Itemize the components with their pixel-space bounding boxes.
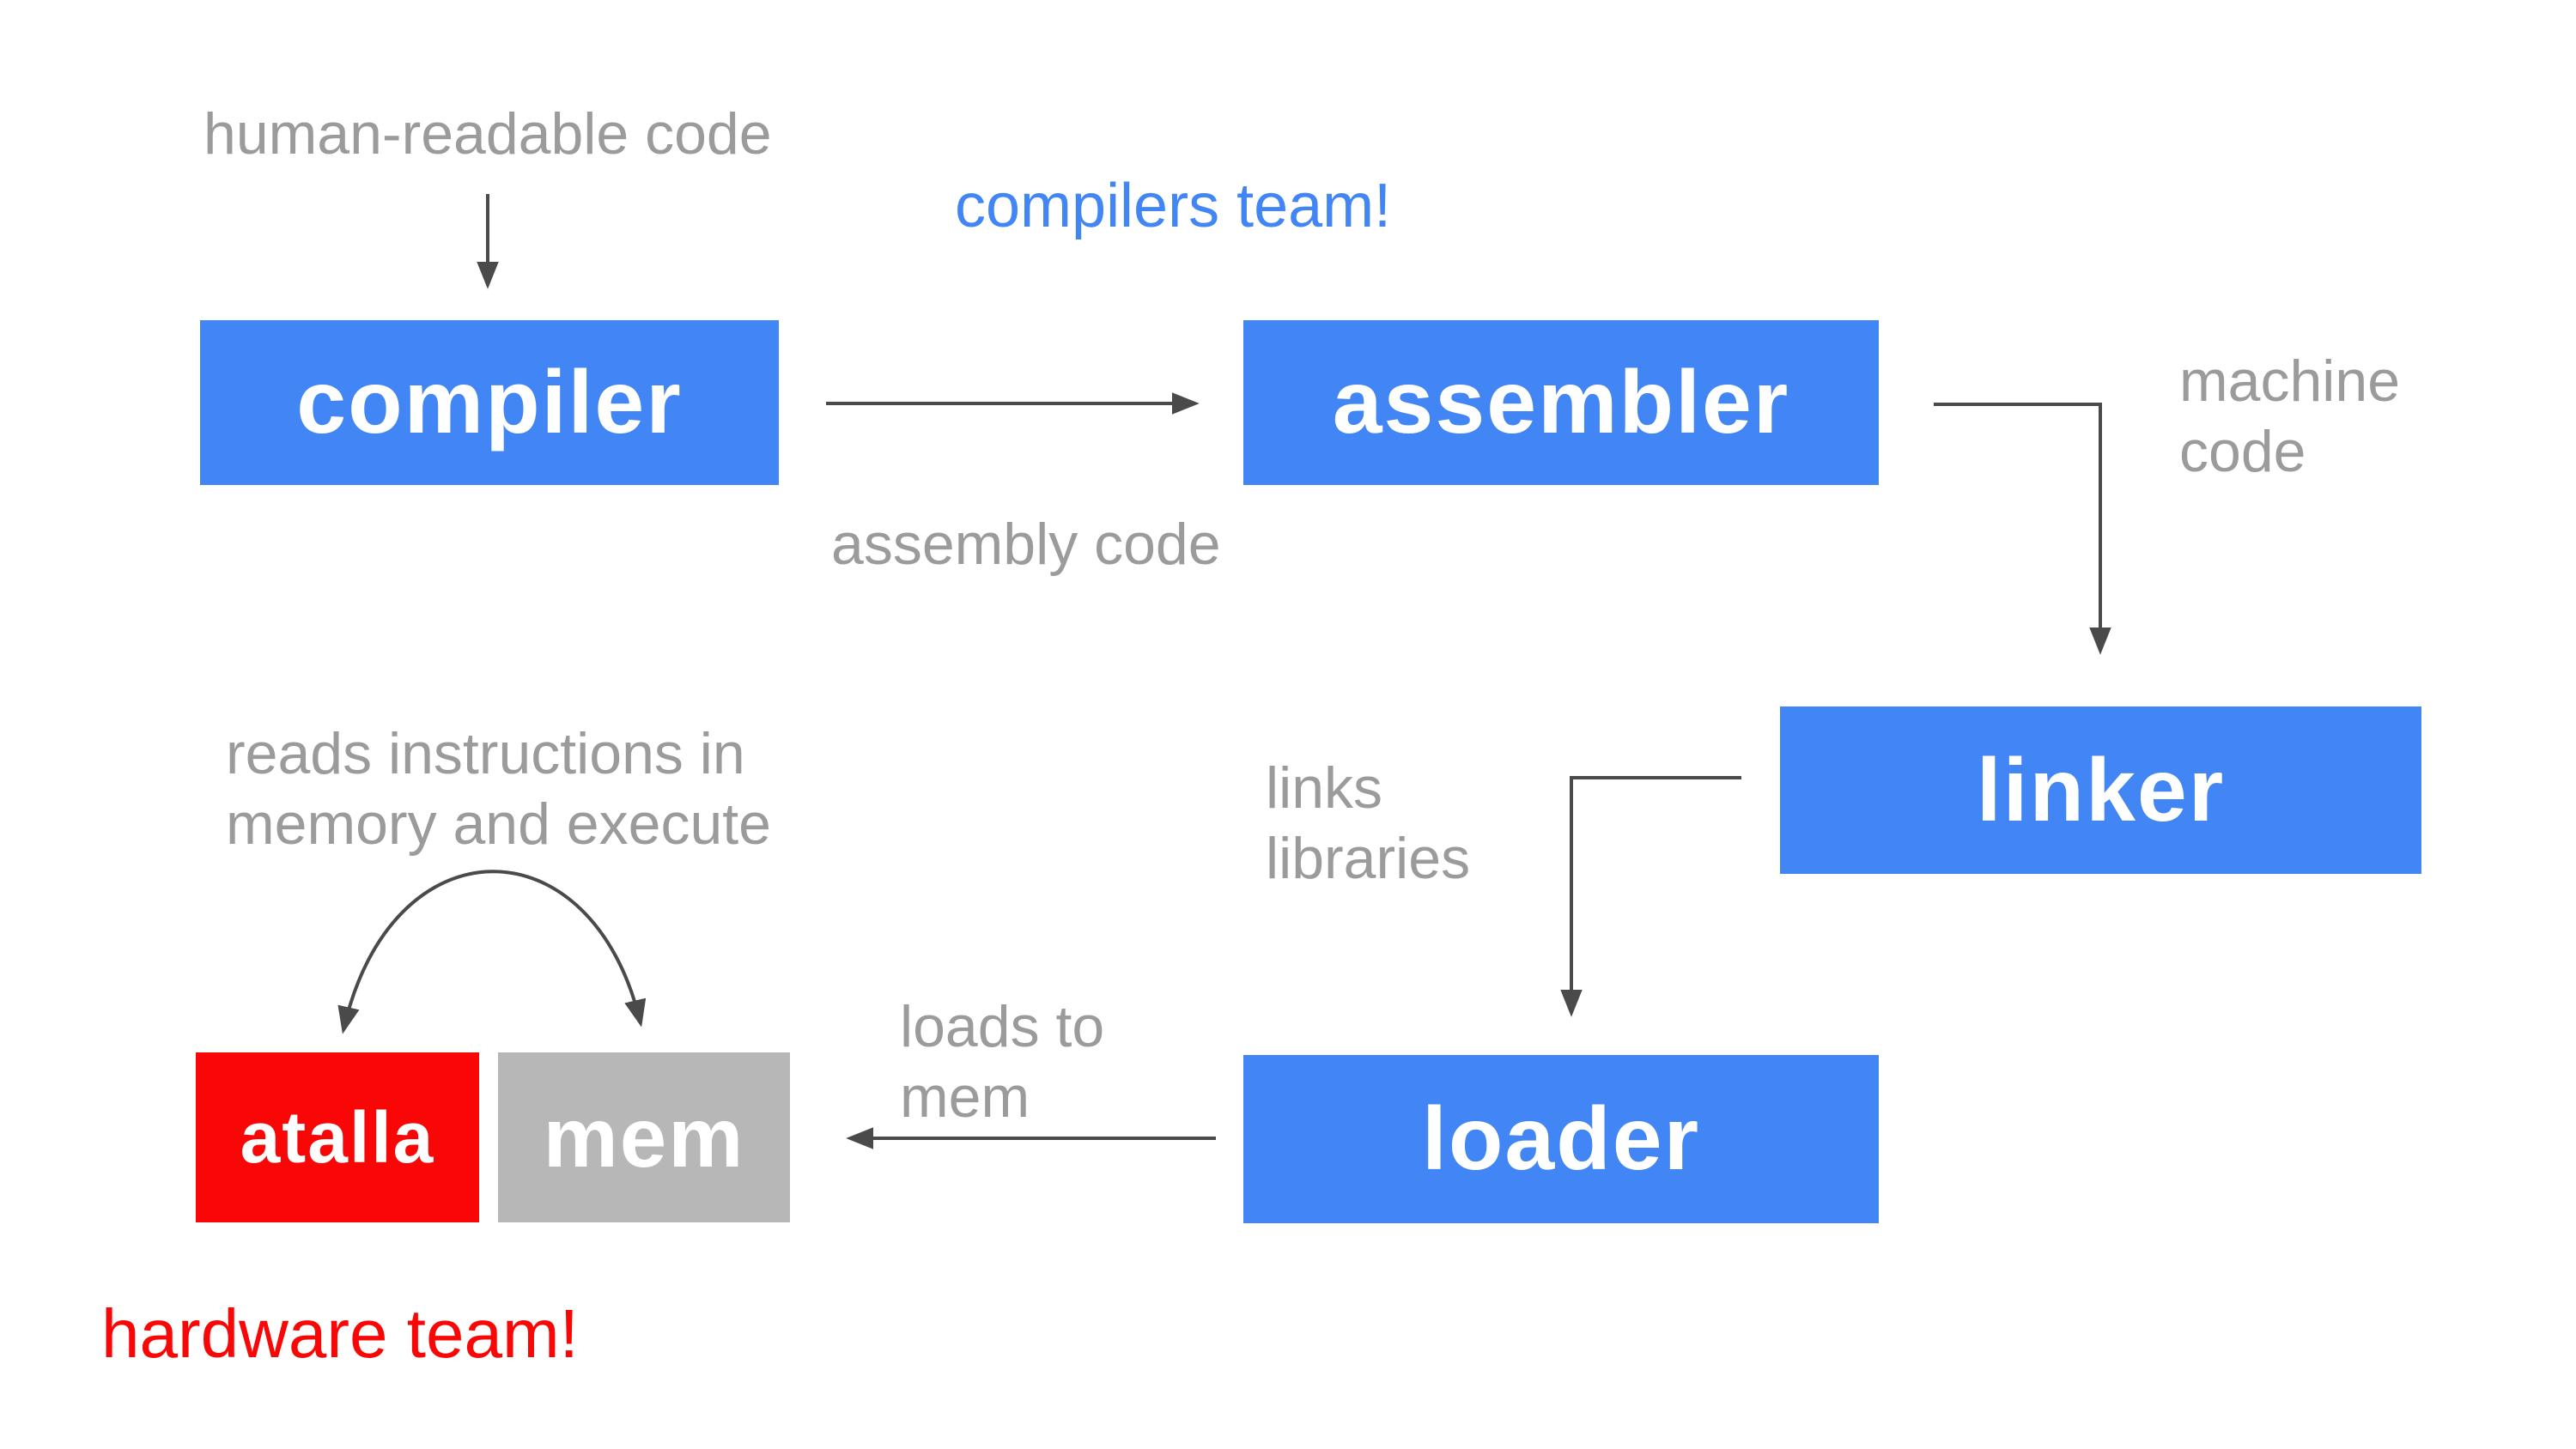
node-compiler: compiler (200, 320, 779, 485)
node-atalla: atalla (196, 1052, 479, 1222)
node-mem: mem (498, 1052, 790, 1222)
node-loader: loader (1243, 1055, 1879, 1223)
node-compiler-label: compiler (296, 353, 683, 452)
node-linker-label: linker (1976, 740, 2226, 840)
label-loads-to-mem-line2: mem (900, 1064, 1030, 1130)
label-compilers-team: compilers team! (955, 172, 1392, 240)
arrow-linker-to-loader (1560, 776, 1741, 1017)
node-atalla-label: atalla (240, 1097, 435, 1178)
label-links-libraries-line1: links (1266, 755, 1383, 821)
node-assembler-label: assembler (1332, 353, 1790, 452)
label-machine-code-line1: machine (2179, 349, 2401, 414)
node-loader-label: loader (1421, 1089, 1701, 1189)
node-mem-label: mem (543, 1090, 745, 1185)
label-loads-to-mem-line1: loads to (900, 994, 1105, 1059)
label-reads-instructions-line2: memory and execute (226, 791, 771, 857)
label-assembly-code: assembly code (831, 512, 1221, 577)
label-hardware-team: hardware team! (101, 1295, 579, 1372)
arrow-assembler-to-linker (1934, 403, 2111, 655)
label-machine-code-line2: code (2179, 418, 2306, 484)
label-human-readable-code: human-readable code (204, 101, 772, 167)
label-links-libraries-line2: libraries (1266, 825, 1471, 891)
node-linker: linker (1780, 706, 2421, 874)
node-assembler: assembler (1243, 320, 1879, 485)
label-reads-instructions-line1: reads instructions in (226, 721, 745, 786)
arc-execute-to-atalla-and-mem (337, 870, 647, 1034)
